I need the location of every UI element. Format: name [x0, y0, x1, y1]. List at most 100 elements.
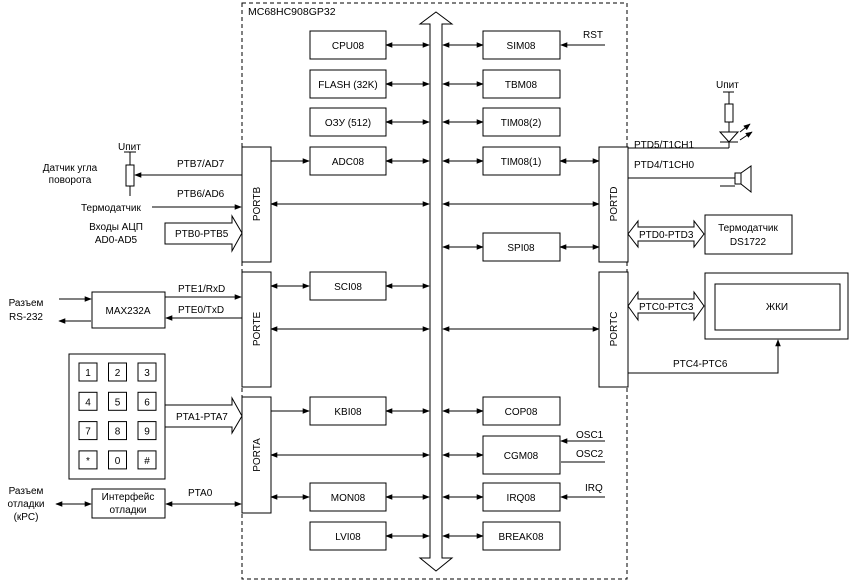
svg-text:DS1722: DS1722 — [730, 237, 767, 248]
module-sci08: SCI08 — [309, 271, 387, 301]
svg-text:BREAK08: BREAK08 — [498, 532, 543, 543]
debug-interface-block: Интерфейс отладки — [91, 488, 166, 519]
svg-text:PORTC: PORTC — [609, 312, 620, 347]
svg-text:ЖКИ: ЖКИ — [766, 302, 788, 313]
pte1-label: PTE1/RxD — [178, 284, 225, 295]
keypad-key-label: 7 — [85, 427, 91, 438]
thermo-sensor-label: Термодатчик — [81, 203, 141, 214]
bus-connections — [270, 42, 600, 539]
module-kbi08: KBI08 — [309, 396, 387, 426]
module-break08: BREAK08 — [482, 521, 561, 551]
ptc0-3-label: PTC0-PTC3 — [639, 302, 694, 313]
module-sim08: SIM08 — [482, 30, 561, 60]
ptd0-3-label: PTD0-PTD3 — [639, 230, 694, 241]
chip-title: MC68HC908GP32 — [248, 6, 336, 18]
svg-text:LVI08: LVI08 — [335, 532, 361, 543]
svg-text:PORTE: PORTE — [252, 312, 263, 347]
keypad-key: 5 — [108, 391, 127, 411]
angle-sensor-label-2: поворота — [49, 175, 92, 186]
ptb0-5-bus-arrow — [164, 214, 243, 253]
keypad-key: 7 — [78, 421, 98, 441]
module-lvi08: LVI08 — [309, 521, 387, 551]
ptc4-6-label: PTC4-PTC6 — [673, 359, 728, 370]
svg-text:TBM08: TBM08 — [505, 80, 538, 91]
module-irq08: IRQ08 — [482, 482, 561, 512]
keypad-key: 4 — [78, 391, 98, 411]
module-tim08-2: TIM08(2) — [482, 107, 561, 137]
debug-conn-label-2: отладки — [8, 499, 45, 510]
svg-text:SIM08: SIM08 — [507, 41, 536, 52]
svg-text:TIM08(1): TIM08(1) — [501, 157, 542, 168]
adc-inputs-label-2: AD0-AD5 — [95, 235, 138, 246]
port-porta: PORTA — [241, 396, 272, 514]
potentiometer-icon — [124, 151, 136, 196]
ptb7-label: PTB7/AD7 — [177, 159, 225, 170]
adc-inputs-label-1: Входы АЦП — [89, 222, 143, 233]
svg-text:CPU08: CPU08 — [332, 41, 365, 52]
led-icon — [718, 91, 753, 143]
keypad-key: 6 — [137, 391, 157, 411]
port-porte: PORTE — [241, 271, 272, 388]
svg-text:TIM08(2): TIM08(2) — [501, 118, 542, 129]
keypad-key-label: 8 — [115, 427, 121, 438]
pta1-7-bus-arrow — [164, 396, 243, 435]
svg-text:COP08: COP08 — [505, 407, 538, 418]
keypad-key-label: 1 — [85, 368, 91, 379]
svg-text:PORTB: PORTB — [252, 187, 263, 222]
osc2-label: OSC2 — [576, 449, 604, 460]
upit-right-label: Uпит — [716, 80, 739, 91]
svg-text:KBI08: KBI08 — [334, 407, 362, 418]
module-tbm08: TBM08 — [482, 69, 561, 99]
module-flash: FLASH (32K) — [309, 69, 387, 99]
rs232-label-1: Разъем — [9, 298, 44, 309]
ptd5-label: PTD5/T1CH1 — [634, 140, 694, 151]
module-cpu08: CPU08 — [309, 30, 387, 60]
ptd4-label: PTD4/T1CH0 — [634, 160, 694, 171]
ptc0-3-bus-arrow — [627, 290, 705, 322]
keypad-key-label: 0 — [115, 456, 121, 467]
pta1-7-label: PTA1-PTA7 — [176, 412, 228, 423]
keypad-key: 9 — [137, 421, 157, 441]
keypad-key-label: * — [86, 456, 90, 467]
keypad-key: 3 — [137, 362, 157, 382]
ptb6-label: PTB6/AD6 — [177, 189, 225, 200]
keypad-key-label: 9 — [144, 427, 150, 438]
pte0-label: PTE0/TxD — [178, 305, 224, 316]
rs232-label-2: RS-232 — [9, 312, 43, 323]
svg-text:PORTD: PORTD — [609, 187, 620, 222]
module-tim08-1: TIM08(1) — [482, 146, 561, 176]
ptc4-6-line — [628, 339, 781, 374]
angle-sensor-label-1: Датчик угла — [43, 163, 98, 174]
osc1-label: OSC1 — [576, 430, 604, 441]
debug-conn-label-1: Разъем — [9, 486, 44, 497]
max232-chip: MAX232A — [91, 291, 166, 329]
module-cgm08: CGM08 — [482, 435, 561, 475]
pta0-label: PTA0 — [188, 488, 213, 499]
keypad-key: * — [78, 450, 98, 470]
module-adc08: ADC08 — [309, 146, 387, 176]
svg-text:IRQ08: IRQ08 — [507, 493, 536, 504]
speaker-icon — [720, 165, 752, 194]
svg-text:Термодатчик: Термодатчик — [718, 223, 778, 234]
keypad-key: 8 — [108, 421, 127, 441]
keypad-key-label: 6 — [144, 397, 150, 408]
svg-text:отладки: отладки — [110, 505, 147, 516]
port-portc: PORTC — [598, 271, 629, 388]
module-spi08: SPI08 — [482, 232, 561, 262]
keypad-key: # — [137, 450, 157, 470]
keypad-keys: 1 2 3 4 5 6 7 8 9 * 0 # — [78, 362, 157, 470]
svg-text:SPI08: SPI08 — [507, 243, 535, 254]
svg-text:Интерфейс: Интерфейс — [102, 491, 155, 503]
svg-text:ADC08: ADC08 — [332, 157, 365, 168]
module-mon08: MON08 — [309, 482, 387, 512]
keypad-key-label: 3 — [144, 368, 150, 379]
ptb0-5-label: PTB0-PTB5 — [175, 229, 229, 240]
keypad-key-label: # — [144, 456, 150, 467]
keypad-key: 2 — [108, 362, 127, 382]
svg-text:MAX232A: MAX232A — [105, 306, 150, 317]
keypad-key-label: 5 — [115, 397, 121, 408]
svg-text:ОЗУ (512): ОЗУ (512) — [325, 118, 371, 129]
keypad-key: 1 — [78, 362, 98, 382]
svg-text:PORTA: PORTA — [252, 438, 263, 472]
port-portd: PORTD — [598, 146, 629, 263]
